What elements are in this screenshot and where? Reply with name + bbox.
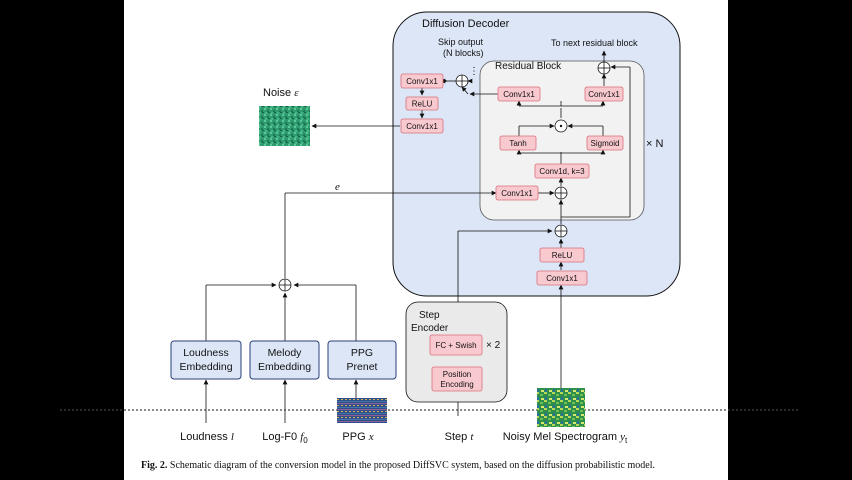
add-node-skip [455, 74, 469, 88]
connector-lines [203, 50, 631, 423]
loudness-input-label: Loudness l [180, 431, 234, 443]
repeat-2-label: × 2 [486, 340, 501, 351]
melody-embedding-block: Melody Embedding [249, 340, 320, 380]
relu-in-block: ReLU [539, 247, 585, 263]
loudness-embedding-block: Loudness Embedding [170, 340, 242, 380]
melody-embedding-label-1: Melody [268, 347, 303, 359]
conv1d-block: Conv1d, k=3 [534, 163, 590, 179]
conv-out1-label: Conv1x1 [406, 77, 438, 86]
conv-out2-label: Conv1x1 [406, 122, 438, 131]
position-encoding-block: Position Encoding [431, 366, 483, 392]
res-conv-cond-block: Conv1x1 [495, 185, 539, 201]
logf0-input-label: Log-F0 f0 [262, 431, 308, 445]
loudness-embedding-label-2: Embedding [179, 361, 232, 373]
position-encoding-label-2: Encoding [440, 380, 473, 389]
noisy-mel-image [537, 388, 585, 427]
skip-output-count: (N blocks) [443, 48, 484, 58]
noisy-mel-input-label: Noisy Mel Spectrogram yt [503, 431, 628, 445]
tanh-label: Tanh [509, 139, 526, 148]
add-node-step [554, 224, 568, 238]
conv-in-label: Conv1x1 [546, 274, 578, 283]
sigmoid-block: Sigmoid [586, 135, 624, 151]
relu-out-label: ReLU [412, 100, 433, 109]
relu-in-label: ReLU [552, 251, 573, 260]
mul-node-gate [554, 119, 568, 133]
add-node-residual [597, 61, 611, 75]
step-encoder-title-line1: Step [419, 310, 440, 321]
fc-swish-label: FC + Swish [435, 341, 476, 350]
conv-out2-block: Conv1x1 [400, 118, 444, 134]
ppg-input-label: PPG x [342, 431, 373, 443]
ppg-prenet-label-2: Prenet [347, 361, 378, 373]
skip-output-label: Skip output [438, 37, 484, 47]
sigmoid-label: Sigmoid [591, 139, 620, 148]
noise-image [259, 106, 310, 146]
residual-block-title: Residual Block [495, 61, 562, 72]
fc-swish-block: FC + Swish [429, 334, 483, 356]
res-conv-left-block: Conv1x1 [497, 86, 541, 102]
repeat-n-label: × N [646, 138, 663, 150]
relu-out-block: ReLU [405, 96, 439, 111]
res-conv-right-label: Conv1x1 [588, 90, 620, 99]
tanh-block: Tanh [499, 135, 537, 151]
figure-caption: Fig. 2. Schematic diagram of the convers… [141, 460, 655, 471]
next-block-label: To next residual block [551, 38, 638, 48]
step-encoder-title-line2: Encoder [411, 323, 449, 334]
melody-embedding-label-2: Embedding [258, 361, 311, 373]
noise-output-label: Noise ε [263, 87, 299, 99]
ppg-prenet-label-1: PPG [351, 347, 373, 359]
add-node-condition [554, 186, 568, 200]
step-input-label: Step t [445, 431, 475, 443]
conv-out1-block: Conv1x1 [400, 73, 444, 89]
add-node-embeddings [278, 278, 292, 292]
conv1d-label: Conv1d, k=3 [539, 167, 585, 176]
ppg-prenet-block: PPG Prenet [327, 340, 397, 380]
res-conv-cond-label: Conv1x1 [501, 189, 533, 198]
ppg-image [337, 398, 387, 423]
position-encoding-label-1: Position [443, 370, 471, 379]
skip-dots: ⋮ [469, 66, 479, 77]
res-conv-left-label: Conv1x1 [503, 90, 535, 99]
res-conv-right-block: Conv1x1 [584, 86, 624, 102]
decoder-title: Diffusion Decoder [422, 18, 510, 30]
conv-in-block: Conv1x1 [536, 270, 588, 286]
condition-e-label: e [335, 181, 340, 193]
loudness-embedding-label-1: Loudness [183, 347, 229, 359]
